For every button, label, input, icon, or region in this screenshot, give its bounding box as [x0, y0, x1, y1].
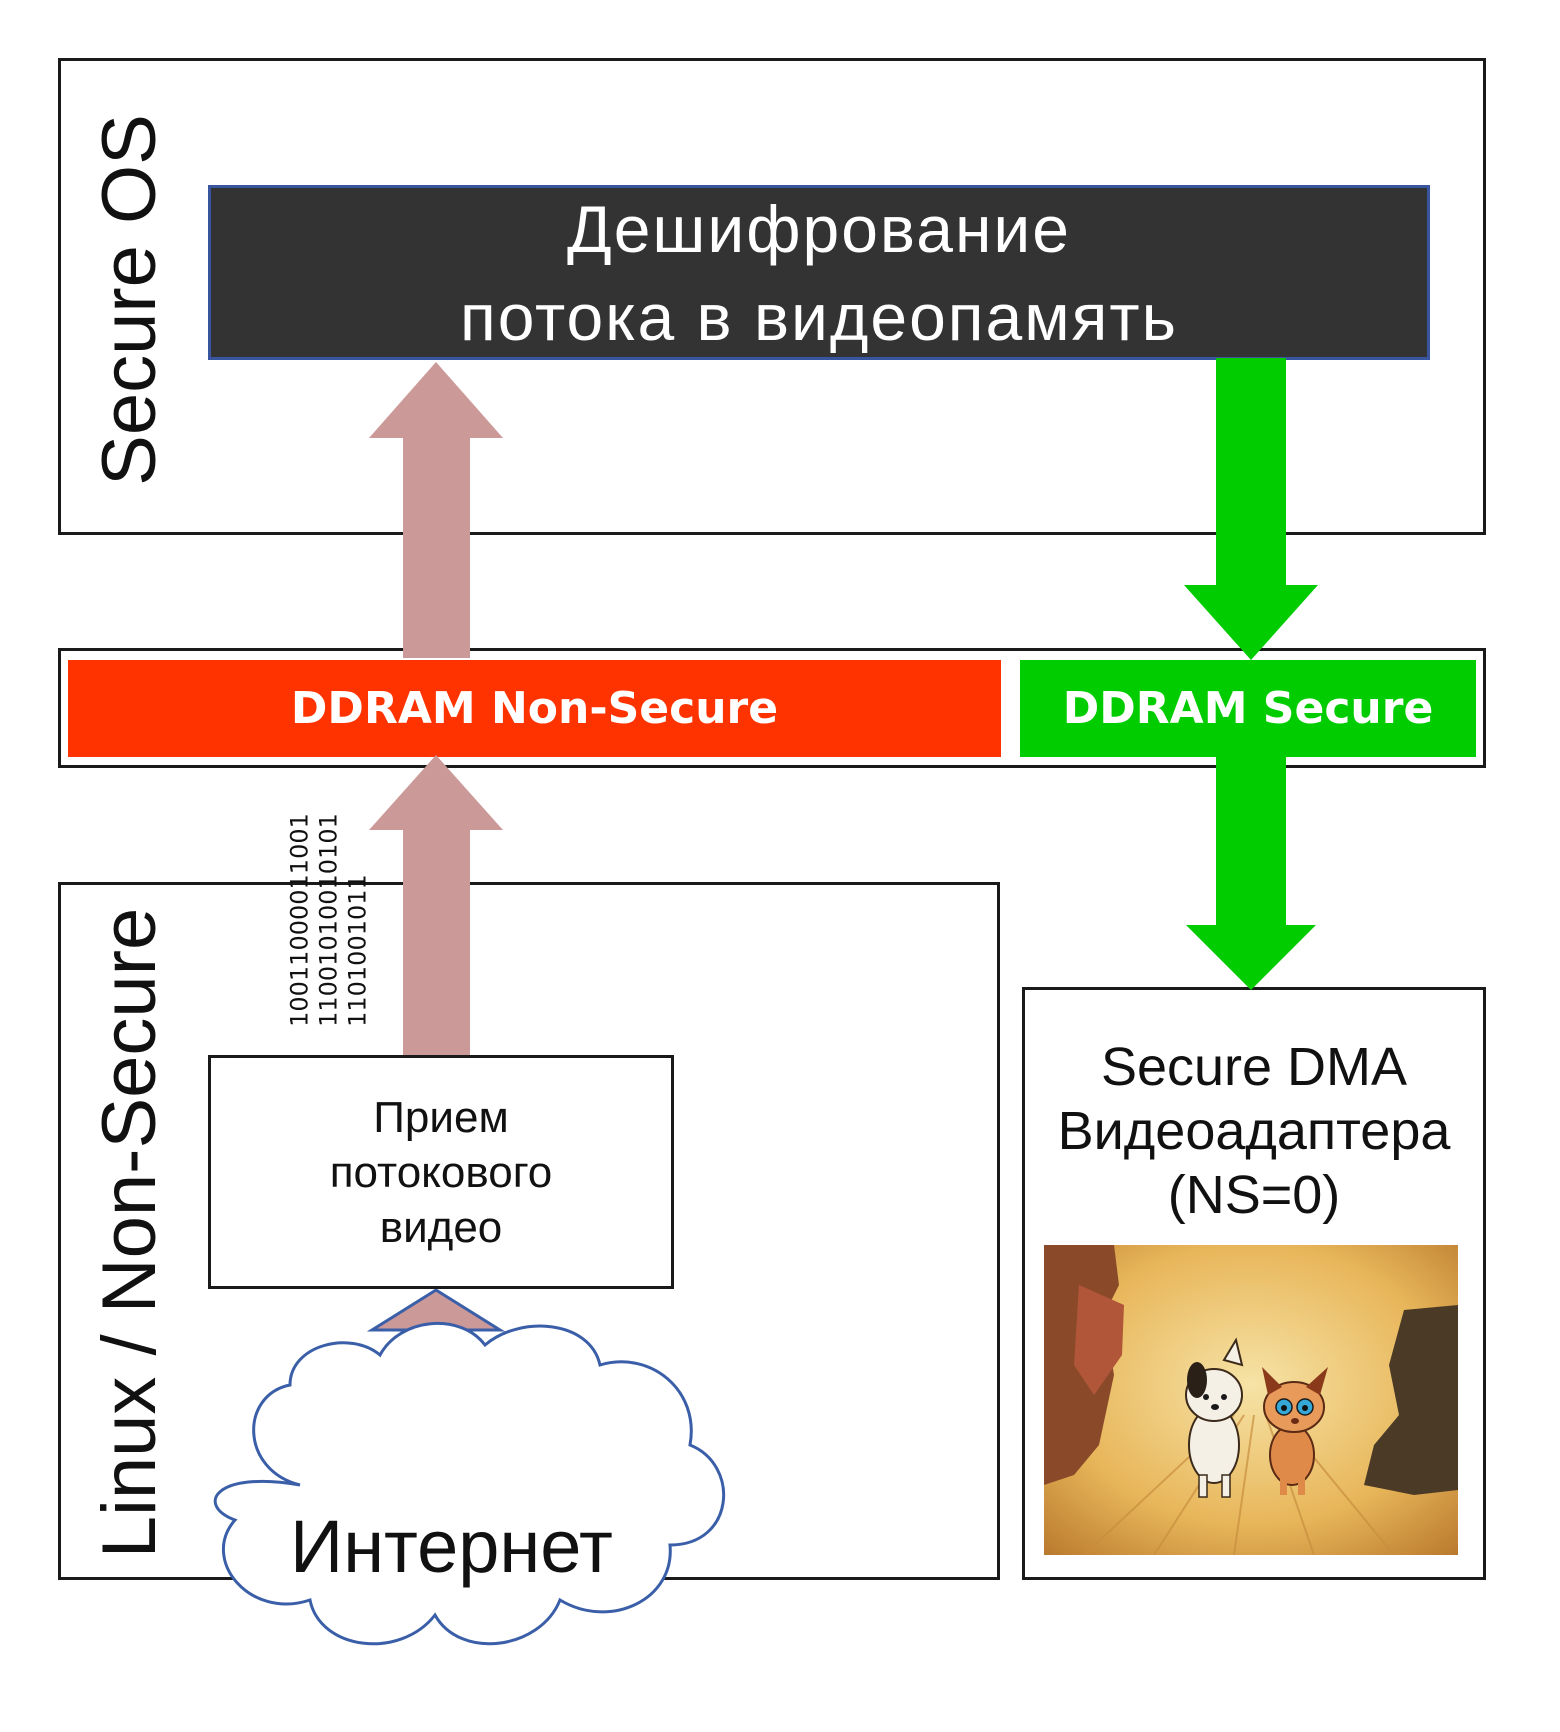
- binary-line-3: 1101001011: [343, 874, 372, 1027]
- arrow-down-to-ddram-secure: [1184, 358, 1318, 660]
- binary-line-1: 10011000011001: [285, 813, 314, 1027]
- dma-line-2: Видеоадаптера: [1057, 1101, 1451, 1161]
- decrypt-stream-block: Дешифрование потока в видеопамять: [208, 185, 1430, 360]
- secure-dma-title: Secure DMA Видеоадаптера (NS=0): [1025, 1035, 1483, 1227]
- arrow-down-to-dma: [1186, 755, 1316, 990]
- cartoon-puppy-and-kitten-image: [1044, 1245, 1458, 1555]
- binary-stream-text: 10011000011001 11001010010101 1101001011: [286, 813, 373, 1027]
- receive-stream-block: Прием потокового видео: [208, 1055, 674, 1289]
- decrypt-line-1: Дешифрование: [567, 191, 1071, 266]
- binary-line-2: 11001010010101: [314, 813, 343, 1027]
- arrow-up-to-decrypt: [369, 362, 503, 658]
- receive-line-1: Прием: [373, 1092, 509, 1142]
- cloud-icon: [213, 1321, 726, 1646]
- ddram-secure-region: DDRAM Secure: [1020, 660, 1476, 757]
- ddram-non-secure-region: DDRAM Non-Secure: [68, 660, 1001, 757]
- dma-line-3: (NS=0): [1167, 1165, 1341, 1225]
- internet-label: Интернет: [290, 1505, 613, 1588]
- dma-line-1: Secure DMA: [1100, 1037, 1408, 1097]
- arrow-up-to-ddram: [369, 755, 503, 1055]
- receive-line-2: потокового: [329, 1147, 553, 1197]
- decrypt-line-2: потока в видеопамять: [460, 279, 1178, 354]
- receive-line-3: видео: [379, 1202, 503, 1252]
